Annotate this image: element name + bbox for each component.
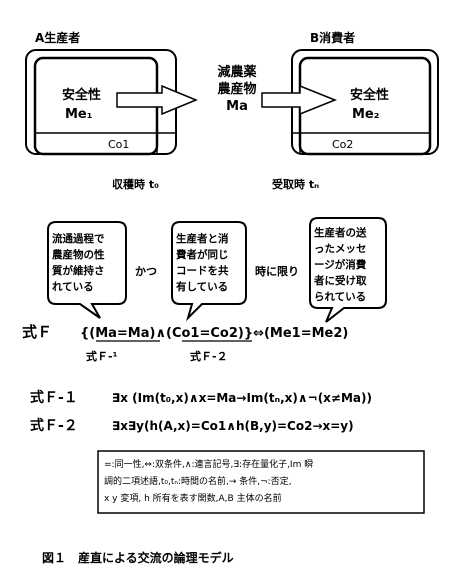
legend-box <box>97 450 425 514</box>
actor-a-label: A生産者 <box>35 30 80 45</box>
formula-f-sub1: 式Ｆ-¹ <box>86 349 118 363</box>
only-when-label: 時に限り <box>255 264 299 278</box>
bubble-mid-text: 生産者と消 費者が同じ コードを共 有している <box>176 232 232 293</box>
formula-f-sub2: 式Ｆ-２ <box>190 349 228 363</box>
formula-f2-text: ∃x∃y(h(A,x)=Co1∧h(B,y)=Co2→x=y) <box>112 419 354 433</box>
harvest-time: 収穫時 t₀ <box>112 177 159 191</box>
consumer-safety-title: 安全性 <box>350 87 389 103</box>
formula-f1-label: 式Ｆ-１ <box>30 389 78 406</box>
bubble-right-text: 生産者の送 ったメッセ ージが消費 者に受け取 られている <box>313 226 370 303</box>
actor-b-label: B消費者 <box>310 30 355 45</box>
formula-f-label: 式Ｆ <box>22 323 52 341</box>
legend-text: =:同一性,⇔:双条件,∧:連言記号,∃:存在量化子,Im 瞬 調的二項述語,t… <box>104 458 316 504</box>
figure-caption: 図１ 産直による交流の論理モデル <box>42 550 234 565</box>
bubble-right <box>309 217 387 323</box>
formula-f1-text: ∃x (Im(t₀,x)∧x=Ma→Im(tₙ,x)∧¬(x≠Ma)) <box>112 391 372 405</box>
producer-safety-value: Me₁ <box>65 107 92 122</box>
producer-safety-title: 安全性 <box>62 87 101 103</box>
center-line2: 農産物 <box>217 81 256 97</box>
arrow-right-icon <box>261 84 338 116</box>
arrow-right-icon <box>116 84 198 116</box>
producer-code: Co1 <box>108 138 129 151</box>
center-value: Ma <box>226 99 248 114</box>
formula-f2-label: 式Ｆ-２ <box>30 417 78 434</box>
bubble-left <box>47 221 127 319</box>
bubble-left-text: 流通過程で 農産物の性 質が維持さ れている <box>52 232 108 293</box>
consumer-safety-value: Me₂ <box>352 107 379 122</box>
consumer-code: Co2 <box>332 138 353 151</box>
center-line1: 減農薬 <box>217 64 257 80</box>
receive-time: 受取時 tₙ <box>272 177 319 191</box>
and-label: かつ <box>135 265 157 278</box>
bubble-mid <box>171 221 247 322</box>
formula-f-text: {(Ma=Ma)∧(Co1=Co2)}⇔(Me1=Me2) <box>80 326 348 341</box>
